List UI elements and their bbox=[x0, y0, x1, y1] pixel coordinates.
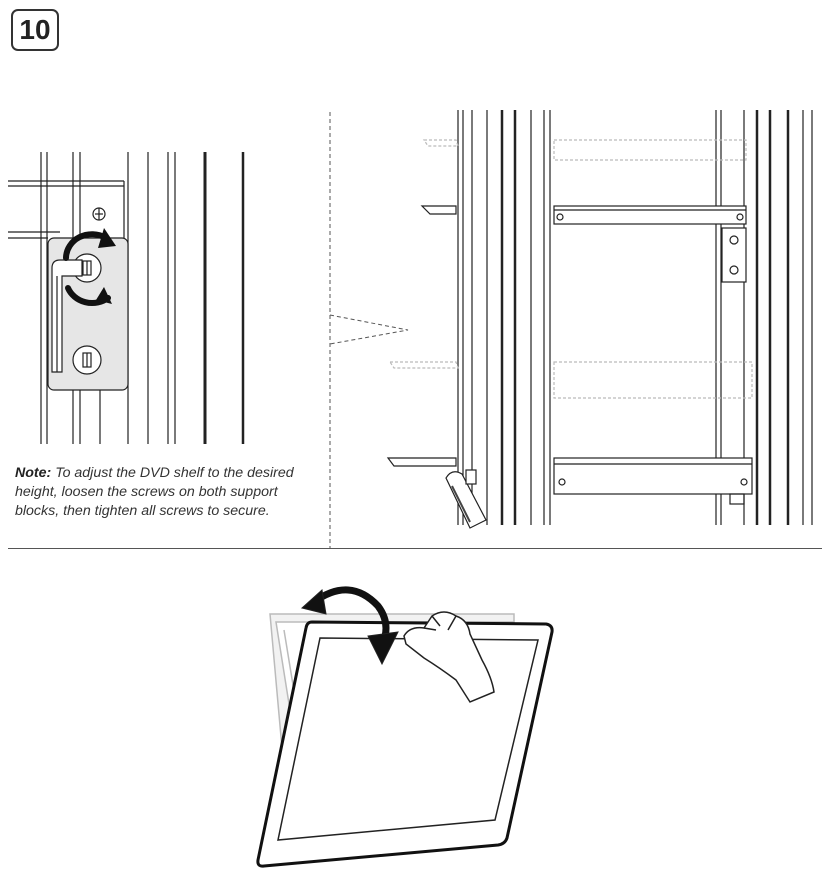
shelf-lower bbox=[386, 457, 753, 505]
adjustment-note: Note: To adjust the DVD shelf to the des… bbox=[15, 464, 320, 521]
note-text: To adjust the DVD shelf to the desired h… bbox=[15, 465, 294, 519]
section-divider bbox=[8, 548, 822, 549]
tv-panel bbox=[256, 620, 554, 868]
callout-leader bbox=[329, 112, 409, 548]
ghost-shelf-top bbox=[422, 139, 747, 161]
shelf-bracket bbox=[8, 180, 125, 240]
detail-view bbox=[8, 152, 245, 444]
step-number-badge: 10 bbox=[11, 9, 59, 51]
note-label: Note: bbox=[15, 465, 52, 481]
shelf-view bbox=[386, 110, 813, 529]
right-column bbox=[715, 110, 813, 525]
left-column bbox=[457, 110, 551, 525]
screw-bottom bbox=[72, 345, 102, 375]
hand-icon bbox=[403, 611, 495, 703]
ghost-shelf-lower bbox=[388, 361, 753, 399]
shelf-upper bbox=[420, 205, 747, 283]
tv-rotation-view bbox=[256, 586, 554, 868]
screwdriver-tool bbox=[445, 469, 487, 529]
rotate-arrow-icon bbox=[300, 586, 399, 666]
hex-key-tool bbox=[51, 259, 83, 373]
